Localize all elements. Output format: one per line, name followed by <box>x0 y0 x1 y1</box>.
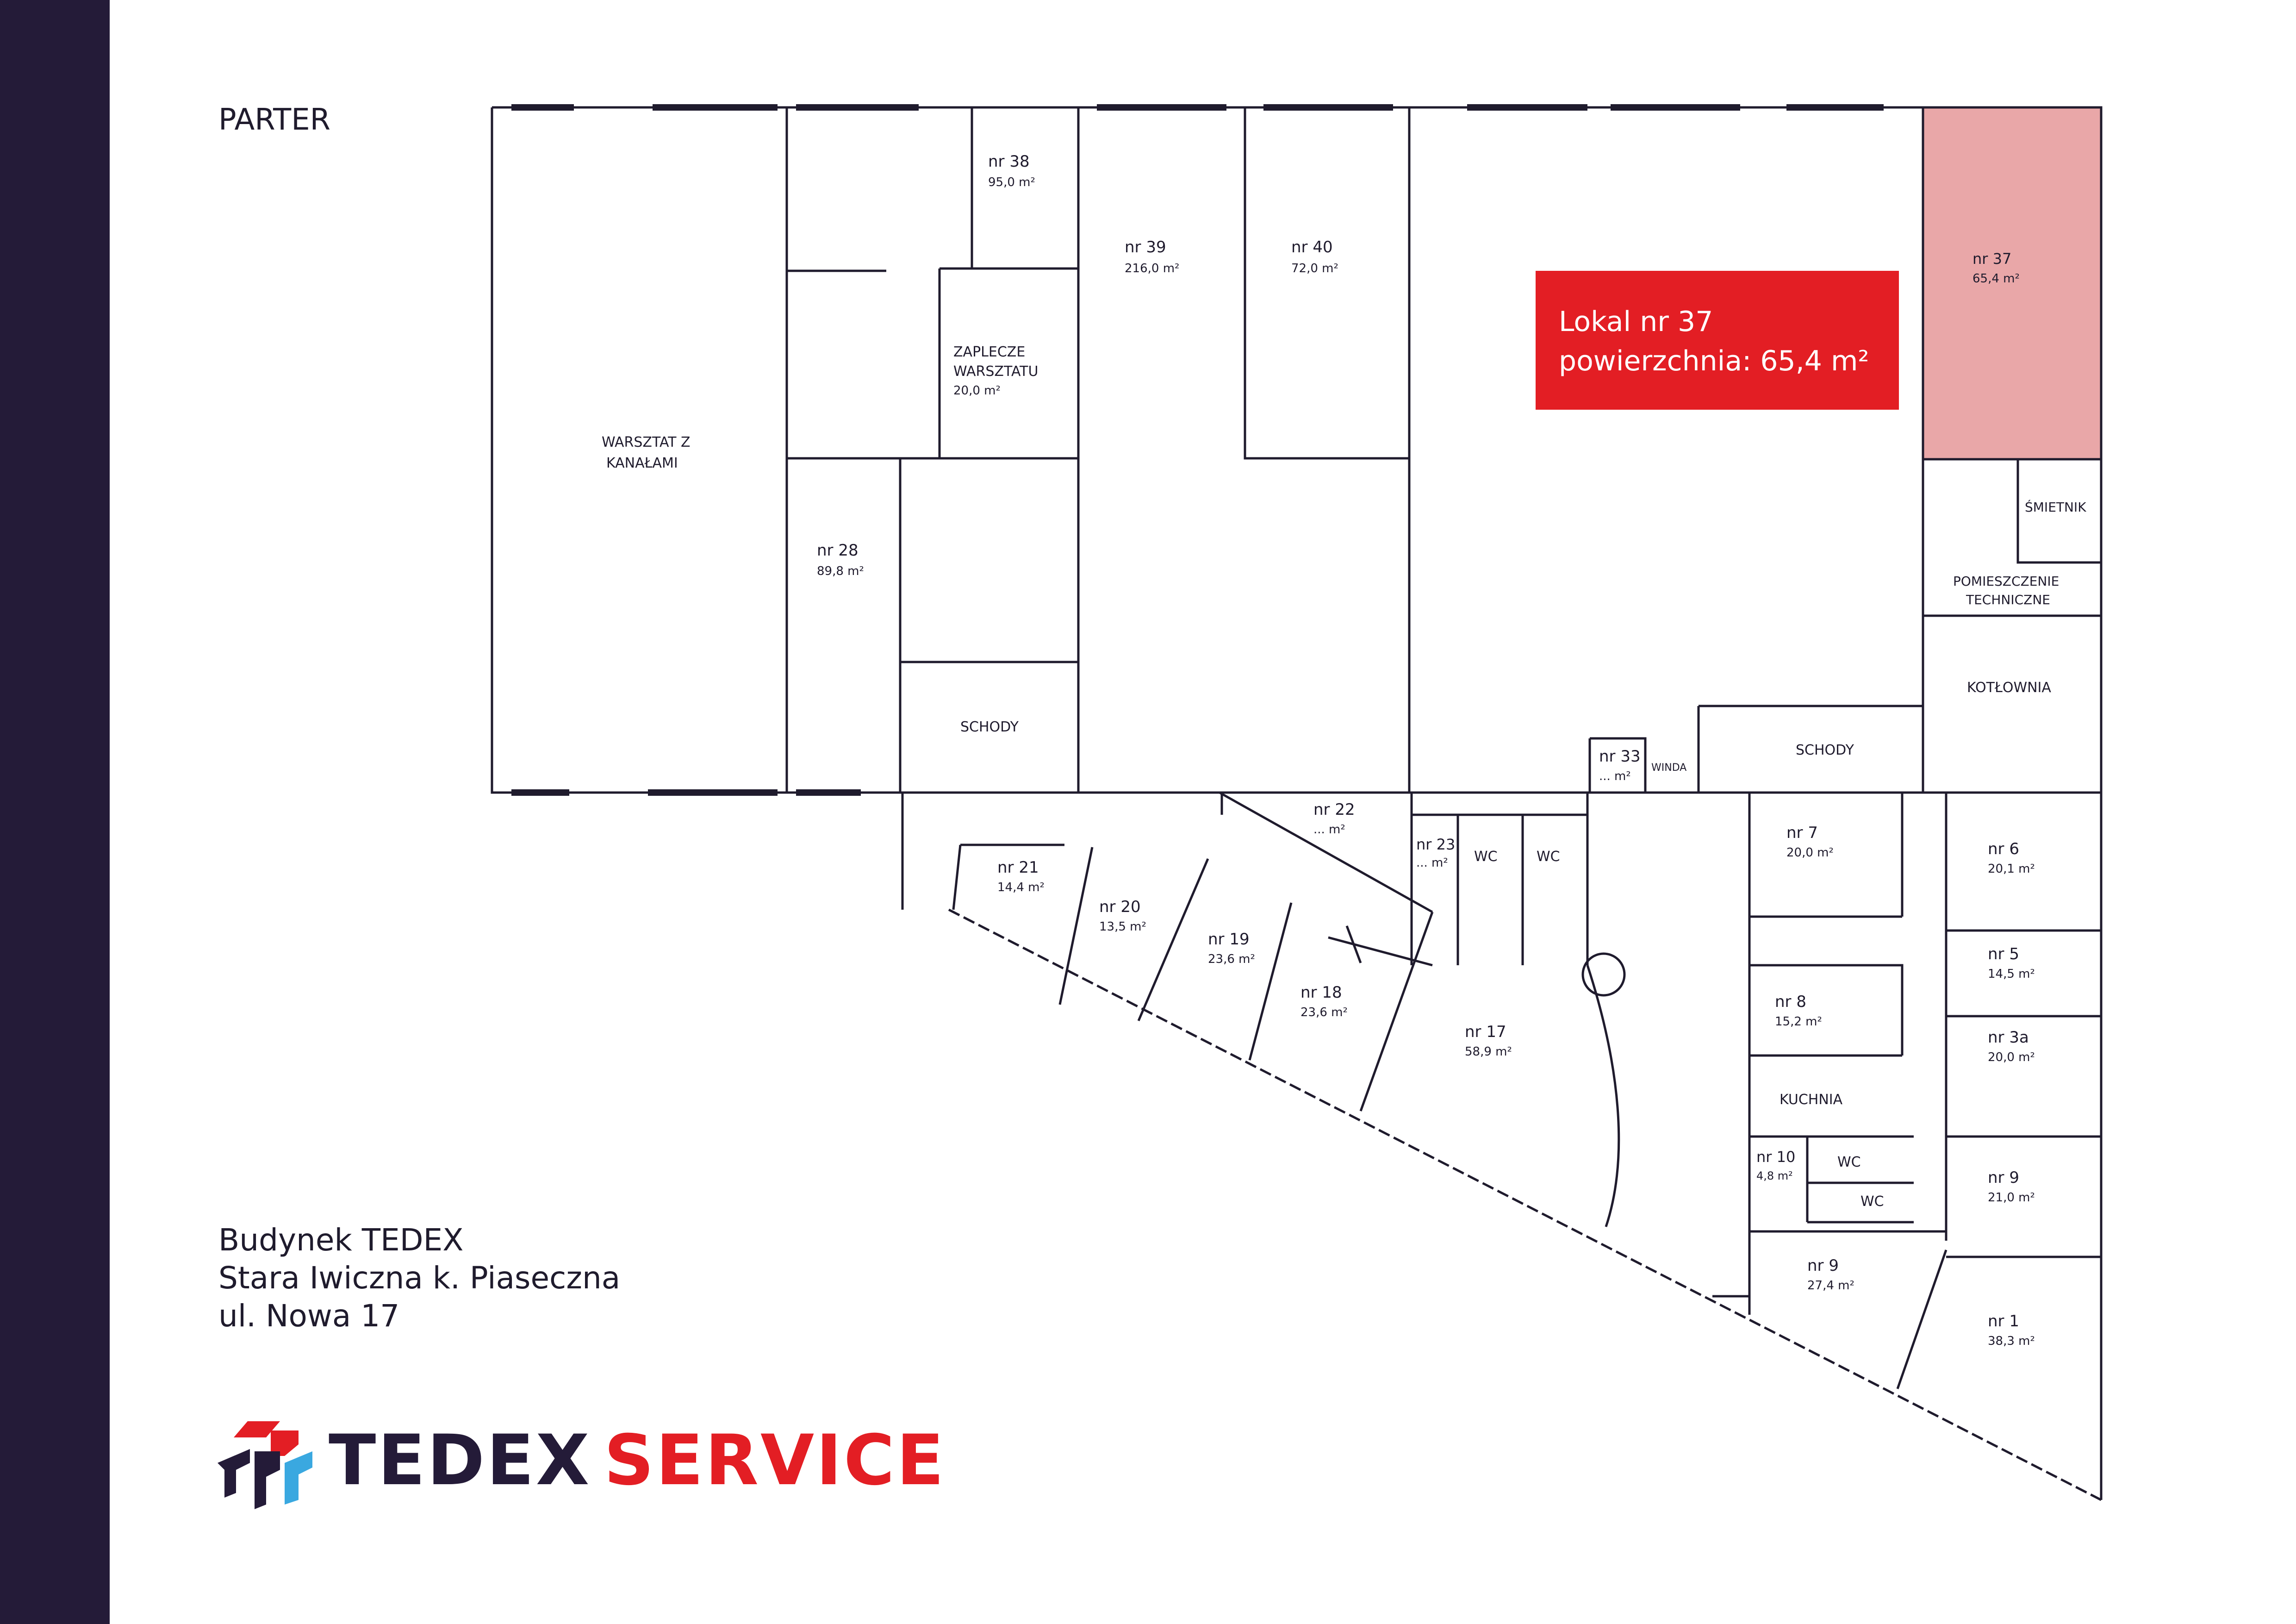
room-pomieszczenie-label: POMIESZCZENIE <box>1953 574 2059 589</box>
room-1-name: nr 1 <box>1988 1312 2019 1330</box>
room-schody2-label: SCHODY <box>1796 742 1854 758</box>
room-38-area: 95,0 m² <box>988 175 1035 189</box>
room-17-name: nr 17 <box>1465 1023 1506 1041</box>
room-6-area: 20,1 m² <box>1988 862 2035 876</box>
room-zaplecze-name: ZAPLECZE <box>953 344 1025 360</box>
callout-box <box>1536 271 1899 410</box>
room-smietnik-label: ŚMIETNIK <box>2025 499 2086 515</box>
room-8-area: 15,2 m² <box>1775 1015 1822 1029</box>
room-wc4-label: WC <box>1860 1193 1884 1210</box>
address-line-1: Budynek TEDEX <box>218 1222 464 1258</box>
room-kotlownia-label: KOTŁOWNIA <box>1967 680 2051 696</box>
room-23-area: ... m² <box>1416 856 1448 870</box>
room-labels: WARSZTAT Z KANAŁAMI nr 38 95,0 m² ZAPLEC… <box>602 152 2086 1348</box>
room-warsztat-label: WARSZTAT Z <box>602 434 691 450</box>
room-37-area: 65,4 m² <box>1972 272 2020 286</box>
room-9a-area: 21,0 m² <box>1988 1191 2035 1205</box>
room-8-name: nr 8 <box>1775 993 1806 1011</box>
room-20-area: 13,5 m² <box>1099 920 1146 934</box>
room-winda-label: WINDA <box>1651 762 1686 774</box>
callout-area: powierzchnia: 65,4 m² <box>1559 345 1869 377</box>
room-9b-area: 27,4 m² <box>1807 1279 1854 1293</box>
room-28-area: 89,8 m² <box>817 564 864 578</box>
room-wc2-label: WC <box>1537 849 1560 865</box>
room-39-area: 216,0 m² <box>1125 262 1179 275</box>
room-5-name: nr 5 <box>1988 945 2019 963</box>
room-22-name: nr 22 <box>1313 800 1355 819</box>
brand-word-tedex: TEDEX <box>329 1420 591 1501</box>
callout-title: Lokal nr 37 <box>1559 306 1713 338</box>
room-7-area: 20,0 m² <box>1786 846 1834 860</box>
room-37-name: nr 37 <box>1972 250 2011 268</box>
tedex-logo-icon <box>218 1421 312 1509</box>
room-10-name: nr 10 <box>1756 1148 1795 1166</box>
room-3a-area: 20,0 m² <box>1988 1050 2035 1064</box>
room-pomieszczenie-label-2: TECHNICZNE <box>1966 592 2050 607</box>
address-line-3: ul. Nowa 17 <box>218 1298 400 1334</box>
room-10-area: 4,8 m² <box>1756 1169 1793 1182</box>
room-40-area: 72,0 m² <box>1291 262 1338 275</box>
room-1-area: 38,3 m² <box>1988 1334 2035 1348</box>
floor-label: PARTER <box>218 103 331 137</box>
room-33-name: nr 33 <box>1599 747 1641 766</box>
room-38-name: nr 38 <box>988 152 1030 171</box>
room-39-name: nr 39 <box>1125 238 1166 256</box>
room-wc1-label: WC <box>1474 849 1498 865</box>
windows <box>511 104 1884 796</box>
room-wc3-label: WC <box>1837 1154 1861 1170</box>
room-33-area: ... m² <box>1599 769 1631 783</box>
room-zaplecze-area: 20,0 m² <box>953 384 1001 398</box>
room-schody1-label: SCHODY <box>960 719 1019 735</box>
room-5-area: 14,5 m² <box>1988 967 2035 981</box>
brand-word-service: SERVICE <box>604 1420 946 1501</box>
room-7-name: nr 7 <box>1786 824 1818 842</box>
room-3a-name: nr 3a <box>1988 1028 2029 1047</box>
room-kuchnia-label: KUCHNIA <box>1780 1092 1843 1108</box>
room-21-area: 14,4 m² <box>997 881 1045 894</box>
room-18-name: nr 18 <box>1300 983 1342 1002</box>
room-40-name: nr 40 <box>1291 238 1333 256</box>
room-9a-name: nr 9 <box>1988 1168 2019 1187</box>
room-20-name: nr 20 <box>1099 898 1141 916</box>
room-22-area: ... m² <box>1313 823 1345 837</box>
address-line-2: Stara Iwiczna k. Piaseczna <box>218 1260 621 1296</box>
brand-logo[interactable]: TEDEX SERVICE <box>215 1412 983 1523</box>
room-21-name: nr 21 <box>997 858 1039 877</box>
room-17-area: 58,9 m² <box>1465 1045 1512 1059</box>
room-19-name: nr 19 <box>1208 930 1250 949</box>
room-18-area: 23,6 m² <box>1300 1006 1348 1019</box>
sidebar-band <box>0 0 110 1624</box>
room-9b-name: nr 9 <box>1807 1256 1839 1275</box>
walls <box>491 106 2103 1501</box>
room-23-name: nr 23 <box>1416 836 1455 853</box>
room-6-name: nr 6 <box>1988 840 2019 858</box>
room-19-area: 23,6 m² <box>1208 952 1255 966</box>
room-warsztat-label-2: KANAŁAMI <box>606 455 678 471</box>
room-28-name: nr 28 <box>817 541 859 560</box>
room-zaplecze-name-2: WARSZTATU <box>953 363 1038 380</box>
